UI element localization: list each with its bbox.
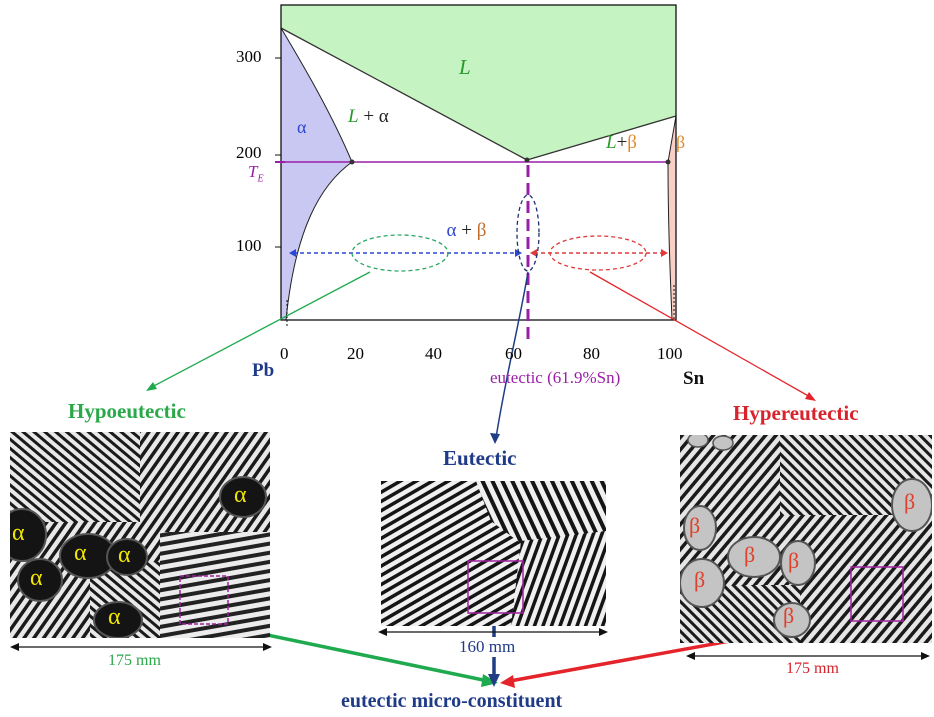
x-tick-label-40: 40 (425, 344, 442, 363)
x-tick-label-20: 20 (347, 344, 364, 363)
element-label-sn: Sn (683, 368, 705, 389)
y-tick-label-200: 200 (236, 143, 262, 162)
x-tick-label-0: 0 (280, 344, 289, 363)
alpha-grain (106, 538, 148, 576)
alpha-grain (219, 476, 267, 518)
liquid-beta-b: β (627, 132, 637, 153)
liquid-alpha-l: L (348, 106, 359, 127)
isotherm-point-right (665, 159, 671, 165)
eutectic-title: Eutectic (443, 446, 517, 470)
beta-label: β (788, 548, 800, 573)
hyper-scale-label: 175 mm (786, 660, 839, 677)
alpha-grain (17, 558, 63, 602)
blue-bottom-head (488, 674, 500, 687)
y-tick-label-300: 300 (236, 47, 262, 66)
beta-label: β (904, 489, 916, 514)
hyper-arrowhead-left (530, 249, 537, 257)
hypereutectic-title: Hypereutectic (733, 401, 859, 425)
isotherm-point-eutectic (524, 157, 530, 163)
alpha-label: α (108, 604, 121, 630)
liquid-beta-plus: + (616, 132, 628, 153)
eutectic-ellipse (516, 194, 540, 272)
hypo-arrowhead-left (289, 249, 296, 257)
liquid-alpha-rest: + α (358, 106, 389, 127)
hypo-ellipse (351, 234, 449, 272)
region-label-beta: β (676, 132, 686, 152)
beta-region (667, 115, 677, 321)
alpha-region (280, 26, 353, 321)
eut-selection-box (467, 560, 524, 614)
hypo-scale-label: 175 mm (108, 652, 161, 669)
element-label-pb: Pb (252, 360, 275, 381)
y-tick-label-100: 100 (236, 236, 262, 255)
hyper-ellipse (549, 235, 647, 271)
x-tick-label-100: 100 (657, 344, 683, 363)
hypereutectic-micrograph: β β β β β β (680, 435, 932, 643)
alpha-beta-b: β (476, 220, 487, 241)
hyper-arrowhead-right (661, 249, 668, 257)
eutectic-texture (381, 481, 606, 626)
hypoeutectic-title: Hypoeutectic (68, 399, 186, 423)
green-connector (149, 271, 371, 389)
alpha-label: α (234, 482, 247, 508)
beta-label: β (694, 567, 706, 592)
hyper-selection-box (850, 566, 904, 622)
hyper-scale-head-l (686, 652, 695, 660)
eut-scale-head-l (378, 628, 387, 636)
red-bottom-head (500, 675, 515, 688)
liquid-beta-l: L (606, 132, 617, 153)
alpha-grain (93, 601, 143, 638)
region-label-liquid-alpha: L + α (348, 106, 389, 128)
alpha-label: α (74, 540, 87, 566)
te-label: TE (248, 162, 264, 184)
beta-label: β (689, 513, 701, 538)
eut-scale-label: 160 mm (459, 637, 516, 657)
hyper-scale-head-r (921, 652, 930, 660)
alpha-beta-a: α (446, 220, 457, 241)
beta-label: β (783, 603, 795, 628)
region-label-liquid: L (459, 55, 471, 79)
green-connector-head (146, 382, 157, 391)
region-label-alpha: α (297, 117, 307, 137)
eutectic-microconstituent-label: eutectic micro-constituent (341, 690, 563, 712)
alpha-label: α (30, 565, 43, 591)
x-tick-label-60: 60 (505, 344, 522, 363)
eut-scale-head-r (599, 628, 608, 636)
hypoeutectic-texture (10, 432, 270, 638)
blue-connector (495, 271, 529, 439)
alpha-beta-plus: + (456, 220, 477, 241)
beta-grain (773, 602, 811, 638)
liquid-region (281, 5, 676, 160)
beta-grain (683, 505, 717, 551)
beta-grain (680, 558, 725, 608)
alpha-label: α (12, 520, 25, 546)
isotherm-point-left (349, 159, 355, 165)
beta-grain (687, 435, 709, 448)
beta-grain (891, 478, 932, 532)
alpha-label: α (118, 542, 131, 568)
red-connector-head (805, 392, 816, 401)
liquidus-left (280, 27, 528, 161)
hypereutectic-texture (680, 435, 932, 643)
red-connector (589, 271, 813, 399)
eutectic-micrograph (381, 481, 606, 626)
eutectic-composition-note: eutectic (61.9%Sn) (490, 368, 621, 387)
beta-grain (727, 536, 781, 578)
liquidus-right (526, 115, 677, 161)
hypo-scale-head-r (263, 643, 272, 651)
hypoeutectic-micrograph: α α α α α α (10, 432, 270, 638)
blue-connector-head (490, 433, 500, 444)
region-label-alpha-beta: α + β (437, 198, 487, 242)
hypo-scale-head-l (10, 643, 19, 651)
beta-grain (712, 435, 734, 451)
alpha-grain (10, 508, 47, 562)
te-label-sub: E (257, 173, 264, 185)
region-label-liquid-beta: L+β (606, 132, 637, 154)
te-label-main: T (248, 162, 258, 181)
hypo-selection-box (179, 575, 229, 625)
x-tick-label-80: 80 (583, 344, 600, 363)
beta-grain (780, 540, 816, 586)
beta-label: β (744, 542, 756, 567)
